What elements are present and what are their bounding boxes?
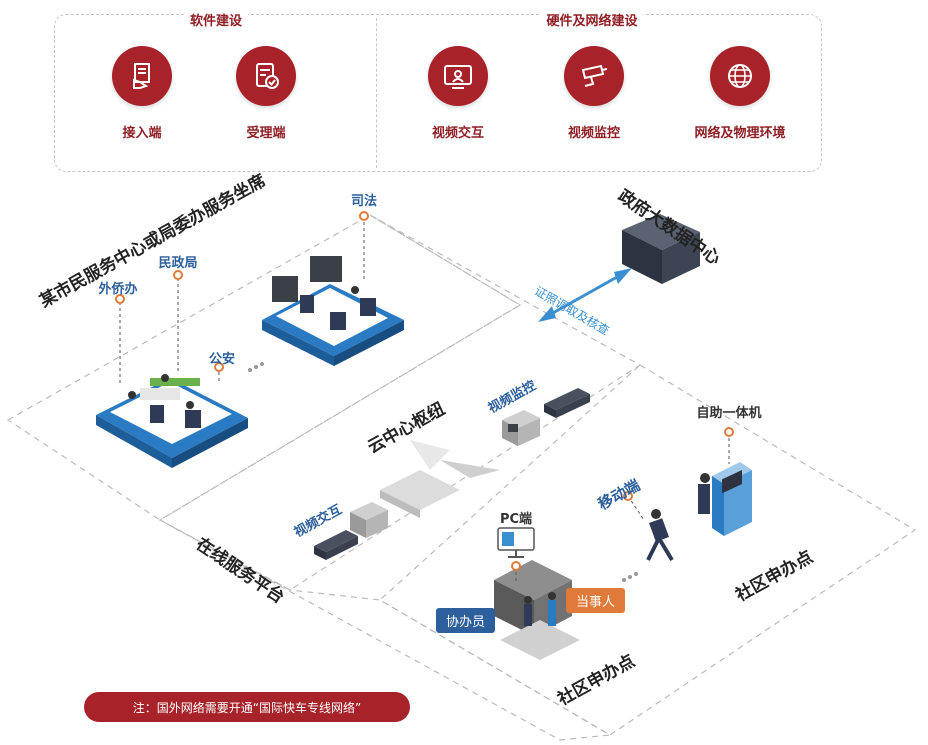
access-end-label: 接入端 bbox=[122, 126, 162, 141]
community-zone bbox=[378, 364, 917, 736]
video-monitor-label: 视频监控 bbox=[567, 126, 621, 141]
self-service-kiosk bbox=[698, 462, 752, 536]
mobile-user-figure bbox=[646, 509, 674, 562]
pin-judiciary bbox=[359, 211, 369, 221]
pin-police bbox=[214, 362, 224, 372]
document-hand-icon bbox=[112, 46, 172, 106]
party-badge: 当事人 bbox=[566, 588, 626, 613]
pin-mobile bbox=[623, 491, 633, 501]
service-desk-left bbox=[96, 374, 248, 468]
cctv-camera-icon bbox=[564, 46, 624, 106]
processing-end-label: 受理端 bbox=[246, 126, 286, 141]
cert-arrow bbox=[543, 270, 627, 320]
cloud-zone bbox=[158, 214, 642, 591]
video-interaction-device bbox=[314, 502, 388, 560]
video-monitor-device bbox=[502, 388, 590, 446]
pin-foreign-affairs bbox=[115, 294, 125, 304]
cloud-hub-shape bbox=[380, 440, 500, 518]
pc-monitor bbox=[497, 527, 535, 558]
dept-civil-affairs: 民政局 bbox=[158, 256, 198, 271]
construction-panel bbox=[54, 14, 822, 172]
network-environment-label: 网络及物理环境 bbox=[694, 126, 786, 141]
kiosk-label: 自助一体机 bbox=[696, 406, 762, 421]
dept-judiciary: 司法 bbox=[350, 194, 378, 209]
software-group-title: 软件建设 bbox=[183, 10, 249, 29]
panel-divider bbox=[376, 18, 377, 168]
globe-network-icon bbox=[710, 46, 770, 106]
pin-civil-affairs bbox=[173, 270, 183, 280]
video-interaction-label: 视频交互 bbox=[431, 126, 485, 141]
assistant-badge: 协办员 bbox=[436, 608, 496, 633]
dept-foreign-affairs: 外侨办 bbox=[98, 282, 138, 297]
dept-police: 公安 bbox=[208, 352, 236, 367]
pin-pc bbox=[511, 561, 521, 571]
bottom-zone bbox=[159, 519, 612, 741]
service-desk-right bbox=[262, 256, 404, 366]
service-center-zone bbox=[6, 214, 522, 521]
network-note: 注：国外网络需要开通“国际快车专线网络” bbox=[84, 692, 410, 722]
pc-label: PC端 bbox=[499, 512, 533, 527]
data-center-server bbox=[622, 214, 700, 284]
video-screen-icon bbox=[428, 46, 488, 106]
hardware-group-title: 硬件及网络建设 bbox=[540, 10, 644, 29]
pin-kiosk bbox=[724, 427, 734, 437]
form-check-icon bbox=[236, 46, 296, 106]
